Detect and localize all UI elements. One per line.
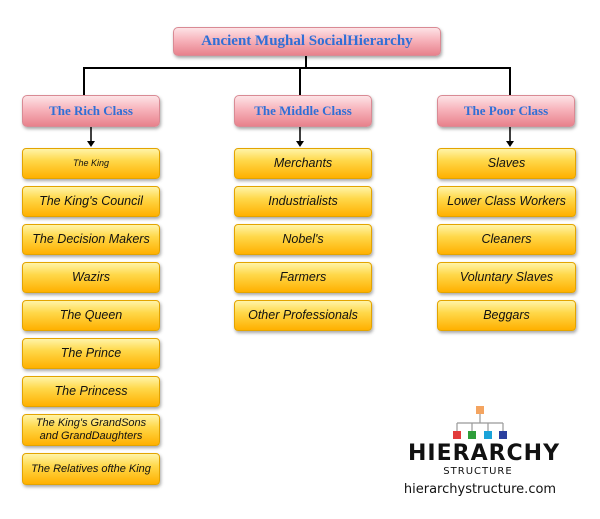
poor-item: Lower Class Workers	[437, 186, 576, 217]
logo: HIERARCHY STRUCTURE	[400, 405, 580, 505]
website-url: hierarchystructure.com	[403, 482, 557, 497]
poor-class-list: Slaves Lower Class Workers Cleaners Volu…	[437, 148, 576, 338]
rich-item: The Queen	[22, 300, 160, 331]
rich-item: The King	[22, 148, 160, 179]
middle-item: Merchants	[234, 148, 372, 179]
middle-item: Farmers	[234, 262, 372, 293]
poor-item: Voluntary Slaves	[437, 262, 576, 293]
poor-item: Beggars	[437, 300, 576, 331]
logo-subtitle: STRUCTURE	[443, 466, 513, 477]
middle-class-header: The Middle Class	[234, 95, 372, 127]
middle-item: Other Professionals	[234, 300, 372, 331]
middle-item: Nobel's	[234, 224, 372, 255]
poor-class-header: The Poor Class	[437, 95, 575, 127]
rich-item: The King's Council	[22, 186, 160, 217]
diagram-title: Ancient Mughal SocialHierarchy	[173, 27, 441, 56]
rich-item: The Princess	[22, 376, 160, 407]
rich-item: Wazirs	[22, 262, 160, 293]
hierarchy-logo-icon	[453, 406, 507, 439]
rich-item: The Decision Makers	[22, 224, 160, 255]
middle-item: Industrialists	[234, 186, 372, 217]
poor-item: Slaves	[437, 148, 576, 179]
logo-wordmark: HIERARCHY	[408, 441, 561, 466]
rich-item: The Relatives ofthe King	[22, 453, 160, 485]
middle-class-list: Merchants Industrialists Nobel's Farmers…	[234, 148, 372, 338]
rich-class-list: The King The King's Council The Decision…	[22, 148, 160, 492]
rich-class-header: The Rich Class	[22, 95, 160, 127]
rich-item: The King's GrandSons and GrandDaughters	[22, 414, 160, 446]
poor-item: Cleaners	[437, 224, 576, 255]
rich-item: The Prince	[22, 338, 160, 369]
